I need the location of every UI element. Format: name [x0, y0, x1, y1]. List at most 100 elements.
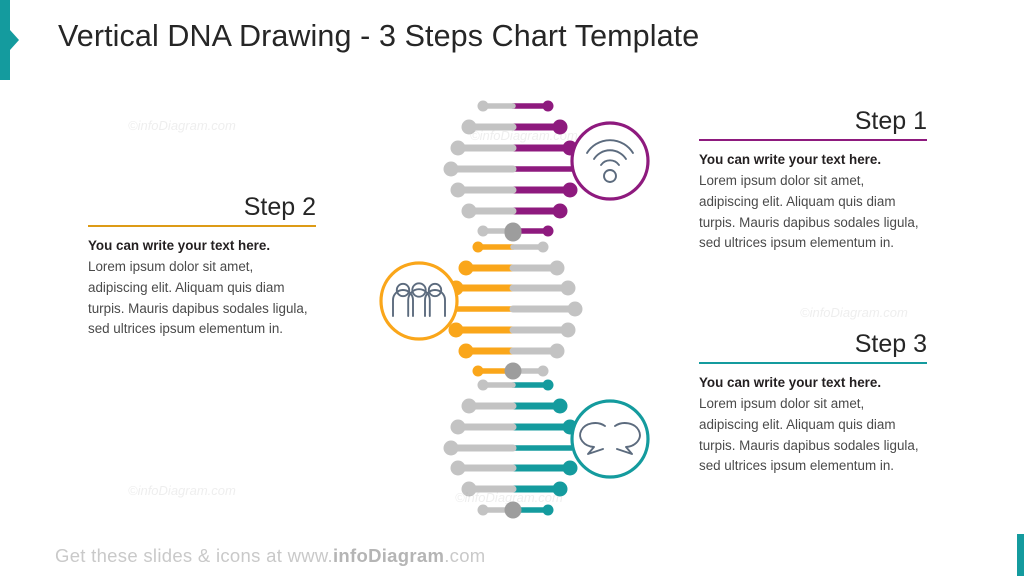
- step1-lead-text: You can write your text here.: [699, 152, 882, 168]
- rung-3-7-colored-dot: [542, 504, 554, 516]
- rung-3-1-colored: [510, 379, 554, 391]
- step2-lead-text: You can write your text here.: [88, 238, 271, 254]
- rung-2-2-colored-dot: [458, 260, 474, 276]
- rung-2-5-gray: [509, 322, 576, 338]
- rung-3-6-gray: [461, 481, 517, 497]
- rung-1-4-gray-dot: [443, 161, 459, 177]
- rung-3-5-colored: [509, 460, 578, 476]
- wifi-arc-mid: [593, 149, 627, 160]
- people-group-icon-ring: [379, 261, 459, 341]
- step1-body-text: Lorem ipsum dolor sit amet, adipiscing e…: [699, 173, 919, 251]
- rung-1-6-colored-dot: [552, 203, 568, 219]
- rung-3-4-gray: [443, 440, 517, 456]
- rung-1-5-colored-dot: [562, 182, 578, 198]
- rung-2-1-colored-dot: [472, 241, 484, 253]
- rung-1-6-gray: [461, 203, 517, 219]
- rung-3-7-gray-dot: [477, 504, 489, 516]
- left-edge-accent-bar: [0, 0, 10, 80]
- step2-body-text: Lorem ipsum dolor sit amet, adipiscing e…: [88, 259, 308, 337]
- person-head-2: [411, 282, 427, 298]
- rung-3-3-colored: [509, 419, 578, 435]
- rung-2-6-gray: [509, 343, 565, 359]
- rung-2-1-colored: [472, 241, 516, 253]
- rung-3-6-colored: [509, 481, 568, 497]
- rung-1-6-colored: [509, 203, 568, 219]
- step1-heading: Step 1: [854, 107, 927, 135]
- footer-brand: infoDiagram: [332, 545, 445, 566]
- rung-1-3-colored: [509, 140, 578, 156]
- rung-2-6-colored-dot: [458, 343, 474, 359]
- people-group-icon: [392, 282, 446, 317]
- rung-2-5-colored-dot: [448, 322, 464, 338]
- rung-3-6-colored-dot: [552, 481, 568, 497]
- rung-3-5-colored-dot: [562, 460, 578, 476]
- footer-suffix: .com: [444, 545, 486, 566]
- rung-1-1-gray-dot: [477, 100, 489, 112]
- wifi-icon: [586, 139, 634, 183]
- left-edge-chevron-icon: [10, 30, 19, 50]
- dna-helix-diagram: [379, 100, 650, 519]
- step3-rule: [699, 362, 927, 365]
- speech-bubble-left: [579, 422, 606, 455]
- rung-2-2-gray-dot: [549, 260, 565, 276]
- dna-cap-dot-3-2: [504, 501, 522, 519]
- rung-2-6-gray-dot: [549, 343, 565, 359]
- rung-1-2-colored-dot: [552, 119, 568, 135]
- people-group-icon-badge[interactable]: [379, 261, 459, 341]
- rung-2-3-gray: [509, 280, 576, 296]
- step3-lead-text: You can write your text here.: [699, 375, 882, 391]
- rung-2-7-gray-dot: [537, 365, 549, 377]
- step2-rule: [88, 225, 316, 228]
- rung-3-3-gray-dot: [450, 419, 466, 435]
- rung-3-2-gray: [461, 398, 517, 414]
- rung-1-5-gray: [450, 182, 517, 198]
- rung-1-7-gray-dot: [477, 225, 489, 237]
- speech-bubbles-icon: [579, 422, 641, 455]
- rung-3-1-colored-dot: [542, 379, 554, 391]
- wifi-arc-outer: [586, 139, 634, 154]
- dna-rung-group: [443, 100, 583, 519]
- rung-1-1-colored-dot: [542, 100, 554, 112]
- rung-3-1-gray: [477, 379, 516, 391]
- rung-2-1-gray: [510, 241, 549, 253]
- rung-1-5-gray-dot: [450, 182, 466, 198]
- rung-2-4-gray-dot: [567, 301, 583, 317]
- step-panel-step1: Step 1 You can write your text here. Lor…: [699, 108, 927, 254]
- step2-heading: Step 2: [243, 193, 316, 221]
- rung-3-2-colored: [509, 398, 568, 414]
- rung-1-2-colored: [509, 119, 568, 135]
- dna-cap-dot-3-1: [504, 362, 522, 380]
- speech-bubbles-icon-ring: [570, 399, 650, 479]
- rung-3-5-gray-dot: [450, 460, 466, 476]
- rung-3-6-gray-dot: [461, 481, 477, 497]
- step-panel-step2: Step 2 You can write your text here. Lor…: [88, 194, 316, 340]
- rung-2-3-gray-dot: [560, 280, 576, 296]
- speech-bubbles-icon-badge[interactable]: [570, 399, 650, 479]
- person-body-2: [407, 288, 431, 317]
- rung-1-1-gray: [477, 100, 516, 112]
- watermark-4: ©infoDiagram.com: [128, 483, 236, 498]
- wifi-icon-badge[interactable]: [570, 121, 650, 201]
- person-body-1: [392, 289, 414, 317]
- dna-icon-group: [379, 121, 650, 479]
- rung-2-2-colored: [458, 260, 517, 276]
- rung-2-4-gray: [509, 301, 583, 317]
- rung-3-5-gray: [450, 460, 517, 476]
- rung-2-1-gray-dot: [537, 241, 549, 253]
- footer-credit: Get these slides & icons at www.infoDiag…: [55, 545, 486, 567]
- rung-2-7-colored-dot: [472, 365, 484, 377]
- rung-1-2-gray-dot: [461, 119, 477, 135]
- step3-body-text: Lorem ipsum dolor sit amet, adipiscing e…: [699, 396, 919, 474]
- person-head-3: [427, 282, 443, 298]
- rung-3-2-gray-dot: [461, 398, 477, 414]
- rung-1-1-colored: [510, 100, 554, 112]
- right-edge-accent-bar: [1017, 534, 1024, 576]
- step-panel-step3: Step 3 You can write your text here. Lor…: [699, 331, 927, 477]
- rung-2-2-gray: [509, 260, 565, 276]
- watermark-3: ©infoDiagram.com: [800, 305, 908, 320]
- speech-bubble-right: [614, 422, 641, 455]
- rung-2-5-colored: [448, 322, 517, 338]
- watermark-1: ©infoDiagram.com: [128, 118, 236, 133]
- rung-2-6-colored: [458, 343, 517, 359]
